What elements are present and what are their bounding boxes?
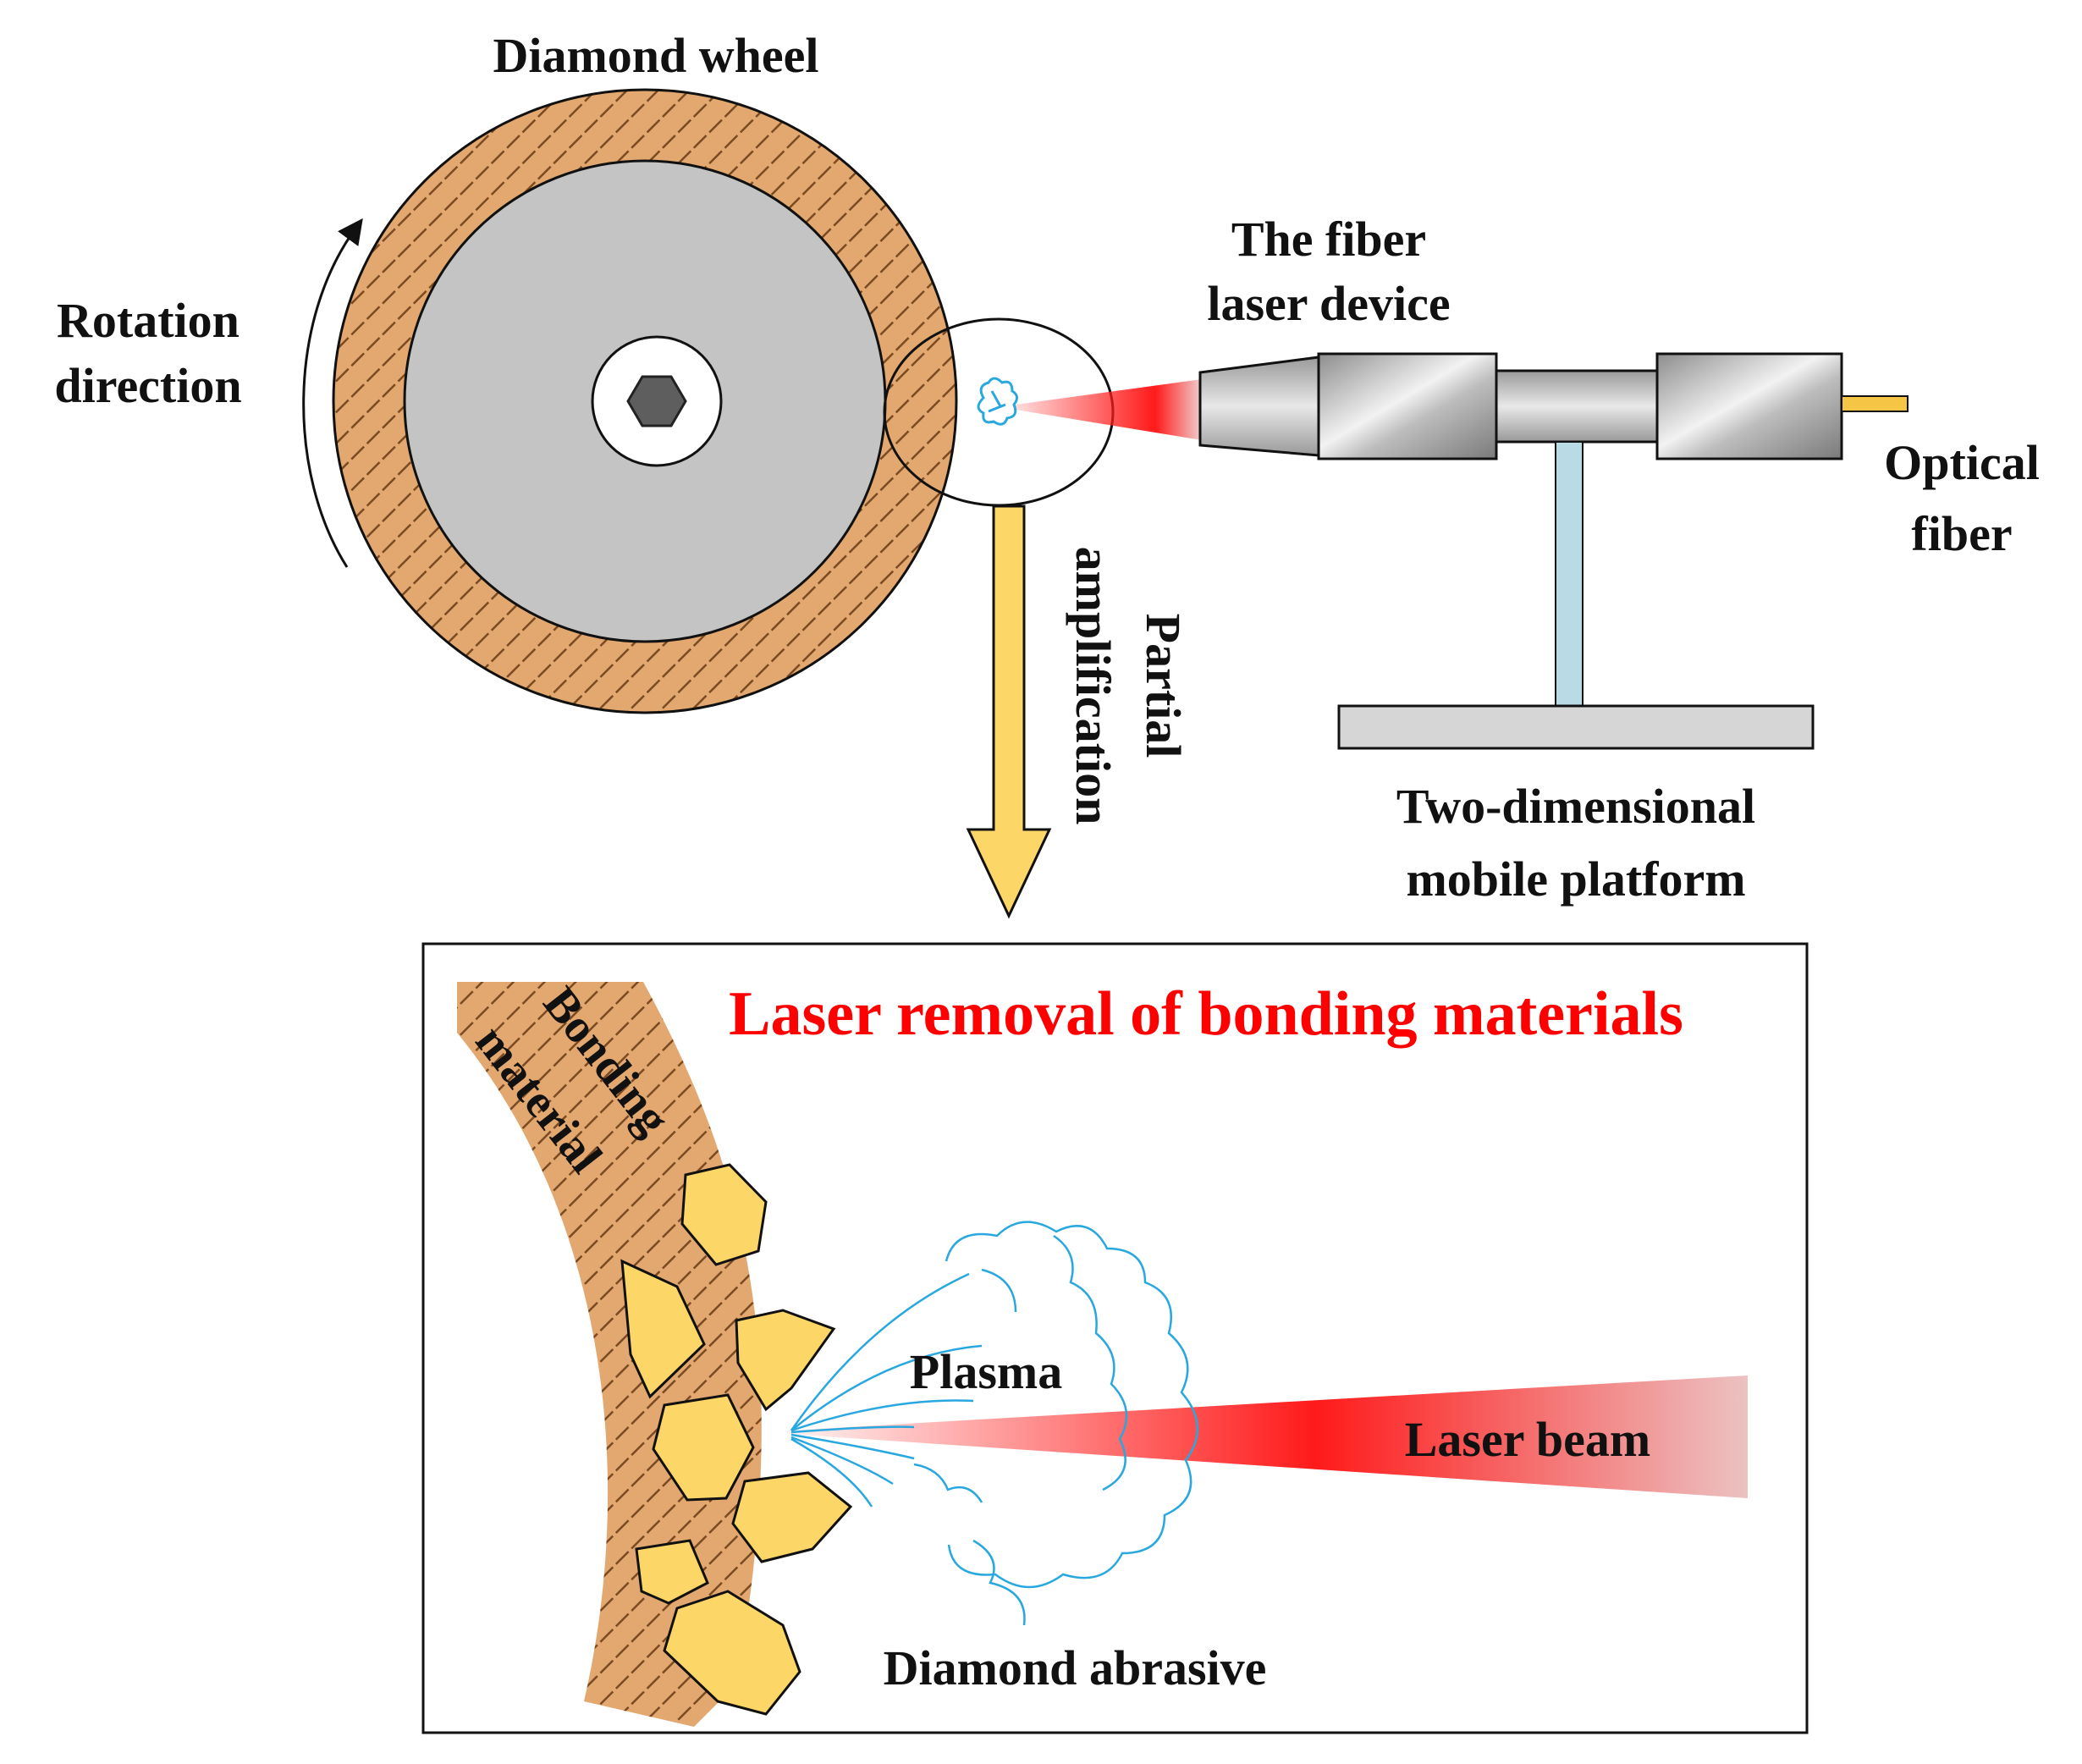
rotation-label-line2: direction bbox=[54, 358, 241, 413]
diamond-grain bbox=[652, 1393, 755, 1502]
diamond-wheel bbox=[332, 88, 958, 714]
laser-beam-top bbox=[1016, 379, 1202, 440]
diamond-grain bbox=[620, 1259, 706, 1399]
rotation-label-line1: Rotation bbox=[57, 293, 240, 348]
optical-fiber-label-line2: fiber bbox=[1911, 506, 2012, 561]
plasma-cloud bbox=[790, 1221, 1198, 1626]
hex-hub-icon bbox=[626, 375, 687, 427]
platform-post bbox=[1555, 441, 1584, 707]
fiber-laser-label-line1: The fiber bbox=[1231, 212, 1426, 267]
optical-fiber bbox=[1841, 395, 1908, 412]
fiber-laser-label-line2: laser device bbox=[1207, 276, 1450, 331]
diamond-grain bbox=[735, 1309, 836, 1412]
small-plasma bbox=[977, 377, 1018, 426]
diamond-grain bbox=[663, 1590, 801, 1716]
laser-beam-label: Laser beam bbox=[1405, 1412, 1651, 1467]
down-arrow-icon bbox=[966, 504, 1052, 919]
laser-beam bbox=[787, 1375, 1748, 1498]
platform-label-line1: Two-dimensional bbox=[1396, 779, 1755, 834]
plasma-label: Plasma bbox=[910, 1344, 1062, 1399]
fiber-laser-device bbox=[1198, 352, 1908, 460]
partial-label-line2: amplification bbox=[1066, 547, 1121, 825]
optical-fiber-label-line1: Optical bbox=[1884, 435, 2040, 490]
diamond-abrasive-label: Diamond abrasive bbox=[884, 1640, 1267, 1695]
partial-label-line1: Partial bbox=[1136, 614, 1191, 758]
diamond-grain bbox=[731, 1471, 853, 1563]
curved-arrow-icon bbox=[302, 218, 363, 568]
inset-title: Laser removal of bonding materials bbox=[729, 979, 1683, 1049]
diamond-grain bbox=[635, 1539, 709, 1605]
platform-label-line2: mobile platform bbox=[1406, 852, 1745, 907]
diamond-grain bbox=[680, 1163, 768, 1266]
diamond-wheel-label: Diamond wheel bbox=[493, 28, 818, 83]
diamond-abrasives bbox=[620, 1163, 853, 1716]
mobile-platform bbox=[1337, 704, 1815, 750]
